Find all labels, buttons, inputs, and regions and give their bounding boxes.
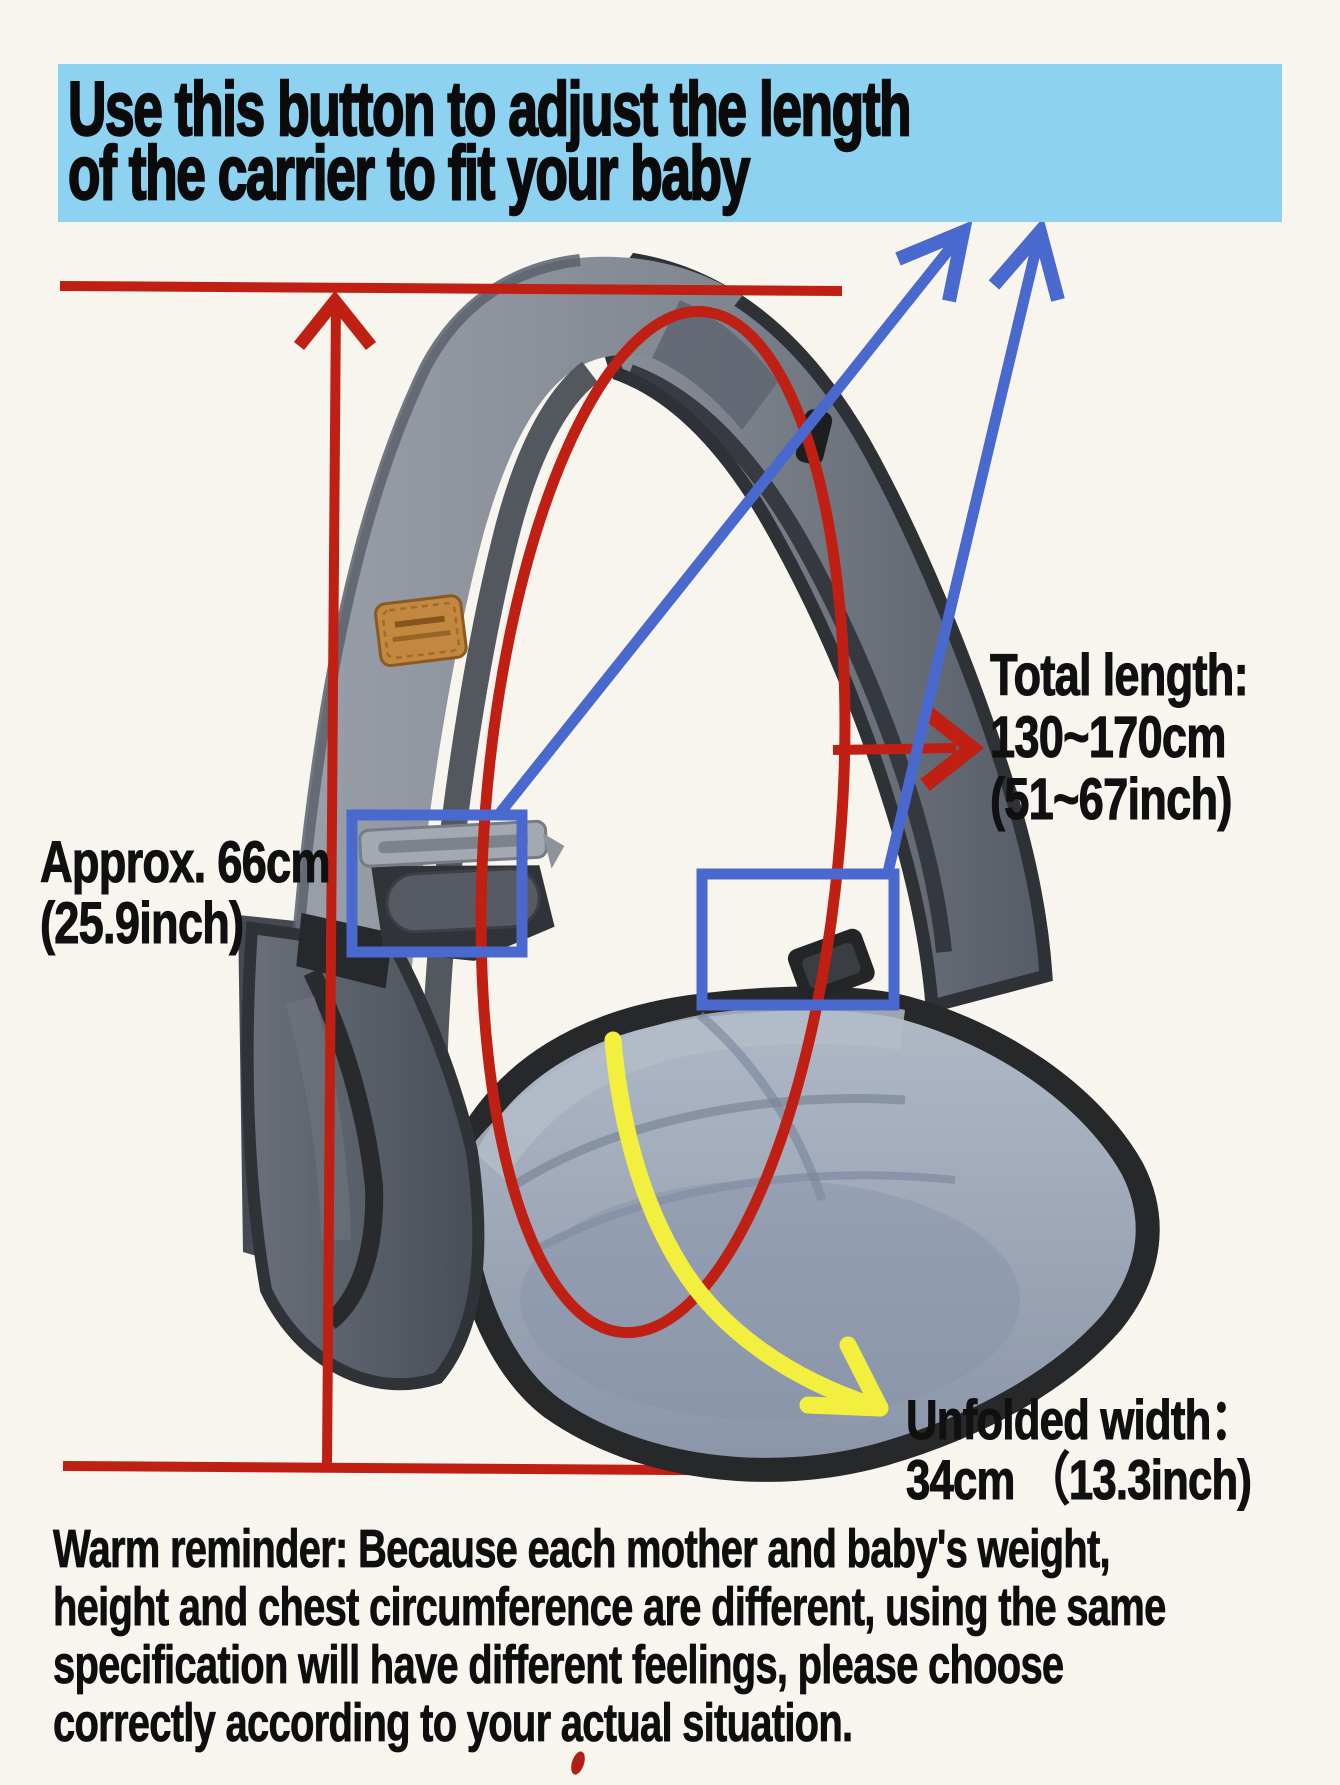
top-measure-line <box>59 281 843 296</box>
width-arrow-icon <box>799 1336 889 1417</box>
total-length-label: Total length: 130~170cm (51~67inch) <box>990 643 1250 832</box>
button-pointer-arrow-right-icon <box>882 217 1065 874</box>
height-value-inch: (25.9inch) <box>40 891 245 956</box>
right-buckle-highlight-box <box>696 868 900 1011</box>
total-length-title: Total length: <box>990 643 1250 708</box>
height-arrow-up-icon <box>293 290 377 351</box>
unfolded-width-value: 34cm （13.3inch) <box>906 1448 1253 1511</box>
button-pointer-arrow-left-icon <box>495 220 973 817</box>
total-length-cm: 130~170cm <box>990 705 1227 770</box>
left-buckle-highlight-box <box>346 809 528 958</box>
red-dot-mark <box>571 1751 585 1775</box>
reminder-line-4: correctly according to your actual situa… <box>53 1693 854 1753</box>
strap-adjuster <box>787 928 875 1003</box>
title-line-2: of the carrier to fit your baby <box>67 130 751 217</box>
total-length-inch: (51~67inch) <box>990 767 1233 832</box>
shoulder-arch <box>652 300 778 430</box>
height-measure-line <box>322 301 341 1465</box>
right-strap <box>601 252 1053 1015</box>
reminder-line-2: height and chest circumference are diffe… <box>53 1577 1167 1637</box>
total-length-arrow-icon <box>920 705 985 791</box>
reminder-line-3: specification will have different feelin… <box>53 1635 1065 1695</box>
strap-ellipse-highlight <box>475 305 851 1339</box>
title-line-1: Use this button to adjust the length <box>67 66 912 153</box>
total-length-arrow-line <box>832 743 957 755</box>
title-highlight: Use this button to adjust the length of … <box>58 64 1282 222</box>
brand-label <box>374 594 468 668</box>
unfolded-width-label: Unfolded width： 34cm （13.3inch) <box>906 1388 1255 1511</box>
width-arrow-line <box>604 1031 889 1417</box>
carrier-photo <box>238 252 1160 1482</box>
reminder-line-1: Warm reminder: Because each mother and b… <box>53 1519 1111 1579</box>
height-measurement-label: Approx. 66cm (25.9inch) <box>40 830 331 956</box>
strap-buckle <box>296 819 565 989</box>
height-value-cm: Approx. 66cm <box>40 830 331 895</box>
warm-reminder: Warm reminder: Because each mother and b… <box>53 1519 1167 1753</box>
unfolded-width-title: Unfolded width： <box>906 1388 1255 1451</box>
